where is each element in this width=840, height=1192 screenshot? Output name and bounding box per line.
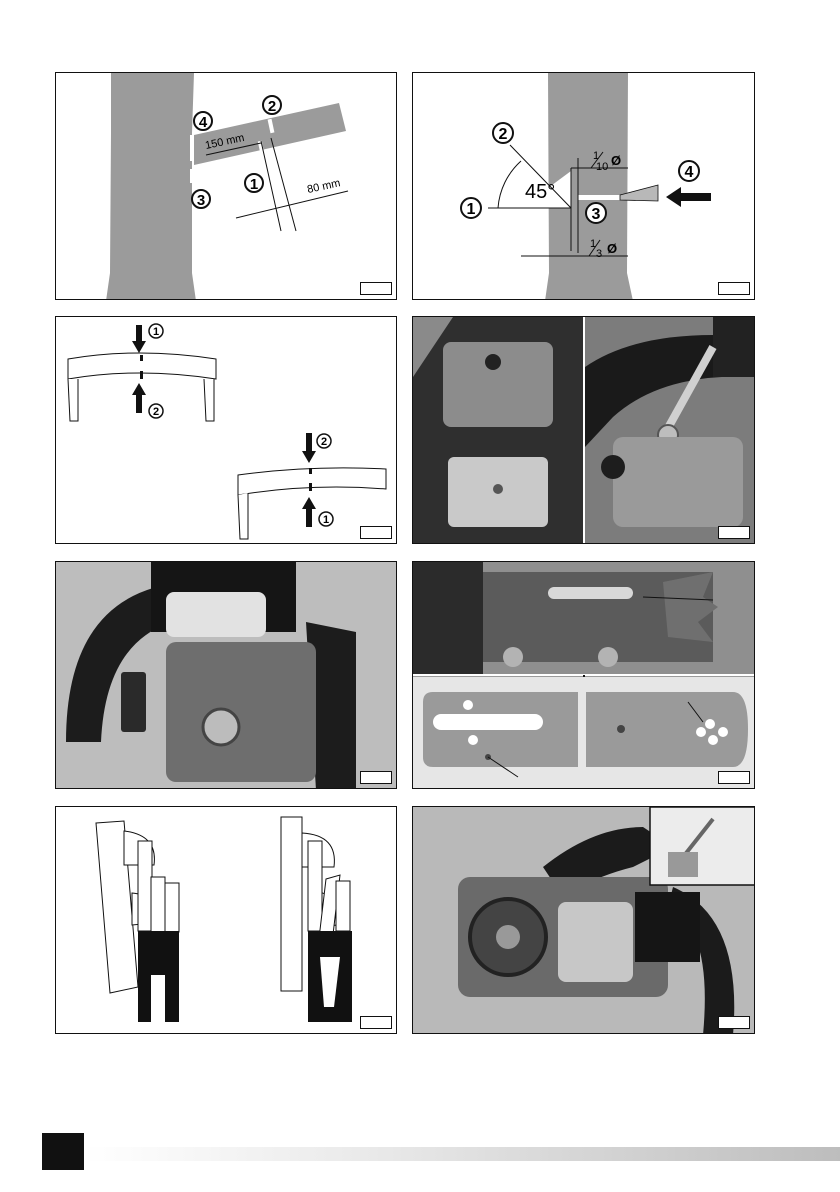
svg-text:4: 4	[199, 114, 208, 131]
photo-engine-cylinder	[412, 806, 755, 1034]
cover-knob	[485, 354, 501, 370]
marker-1b: 1	[319, 512, 333, 526]
svg-text:2: 2	[499, 126, 508, 143]
arrow-down-2	[302, 433, 316, 463]
throttle-trigger	[121, 672, 146, 732]
svg-text:3: 3	[596, 248, 602, 260]
log-upper-support-left	[68, 379, 78, 421]
muffler	[635, 892, 700, 962]
marker-1: 1	[245, 174, 263, 193]
marker-4: 4	[194, 112, 212, 131]
figure-number-box	[360, 282, 392, 295]
dimension-80: 80 mm	[306, 177, 341, 196]
log-upper-support-right	[204, 379, 214, 421]
figure-felling-notch: 45° 1 10 Ø 1 3 Ø 2 1	[412, 72, 755, 300]
svg-text:Ø: Ø	[607, 241, 617, 256]
cylinder-head	[558, 902, 633, 982]
marker-1: 1	[461, 198, 481, 218]
back-cut	[578, 195, 620, 200]
glove-hand-right	[713, 317, 755, 377]
air-filter-element	[166, 592, 266, 637]
svg-text:1: 1	[467, 201, 476, 218]
marker-2b: 2	[317, 434, 331, 448]
tree-trunk	[106, 73, 196, 300]
opened-cover	[443, 342, 553, 427]
marker-2: 2	[149, 404, 163, 418]
bar-tail-slot	[433, 714, 543, 730]
notch-cut-lower	[190, 169, 195, 183]
arrow-down-1	[132, 325, 146, 353]
figure-log-cutting: 1 2 2 1	[55, 316, 397, 544]
svg-text:Ø: Ø	[611, 153, 621, 168]
figure-felling-cuts: 4 2 1 3 150 mm 80 mm	[55, 72, 397, 300]
figure-number-box	[360, 1016, 392, 1029]
figure-number-box	[718, 771, 750, 784]
marker-4: 4	[679, 161, 699, 181]
figure-number-box	[718, 282, 750, 295]
photo-air-filter	[55, 561, 397, 789]
marker-3: 3	[192, 190, 210, 209]
guide-line-1	[261, 141, 281, 231]
svg-text:1: 1	[250, 176, 258, 193]
marker-1: 1	[149, 324, 163, 338]
spark-plug-cap	[601, 455, 625, 479]
svg-text:2: 2	[321, 436, 327, 448]
log-lower-support	[238, 493, 248, 539]
photo-air-filter-cover	[412, 316, 755, 544]
engine-housing	[613, 437, 743, 527]
carburetor	[203, 709, 239, 745]
push-arrow	[666, 187, 711, 207]
file-right	[281, 817, 302, 991]
engine-body	[166, 642, 316, 782]
guide-line-2	[271, 138, 296, 231]
dim-line-80	[236, 191, 348, 218]
stud-2	[598, 647, 618, 667]
figure-depth-gauge	[55, 806, 397, 1034]
svg-text:4: 4	[685, 164, 694, 181]
arrow-up-2	[132, 383, 146, 413]
figure-number-box	[360, 771, 392, 784]
svg-text:3: 3	[197, 192, 205, 209]
svg-text:2: 2	[268, 98, 276, 115]
page-number-block	[42, 1133, 84, 1170]
svg-text:3: 3	[592, 206, 601, 223]
inset-photo	[650, 807, 755, 885]
marker-3: 3	[586, 203, 606, 223]
figure-number-box	[360, 526, 392, 539]
svg-text:2: 2	[153, 406, 159, 418]
arrow-up-1	[302, 497, 316, 527]
bar-slot	[548, 587, 633, 599]
svg-text:1: 1	[153, 326, 159, 338]
figure-number-box	[718, 526, 750, 539]
angle-label: 45°	[525, 181, 555, 203]
photo-guide-bar	[412, 561, 755, 789]
svg-text:1: 1	[323, 514, 329, 526]
marker-2: 2	[263, 96, 281, 115]
stud-1	[503, 647, 523, 667]
clutch-area	[413, 562, 483, 674]
footer-gradient-bar	[84, 1147, 840, 1161]
svg-text:10: 10	[596, 161, 608, 173]
marker-2: 2	[493, 123, 513, 143]
figure-number-box	[718, 1016, 750, 1029]
